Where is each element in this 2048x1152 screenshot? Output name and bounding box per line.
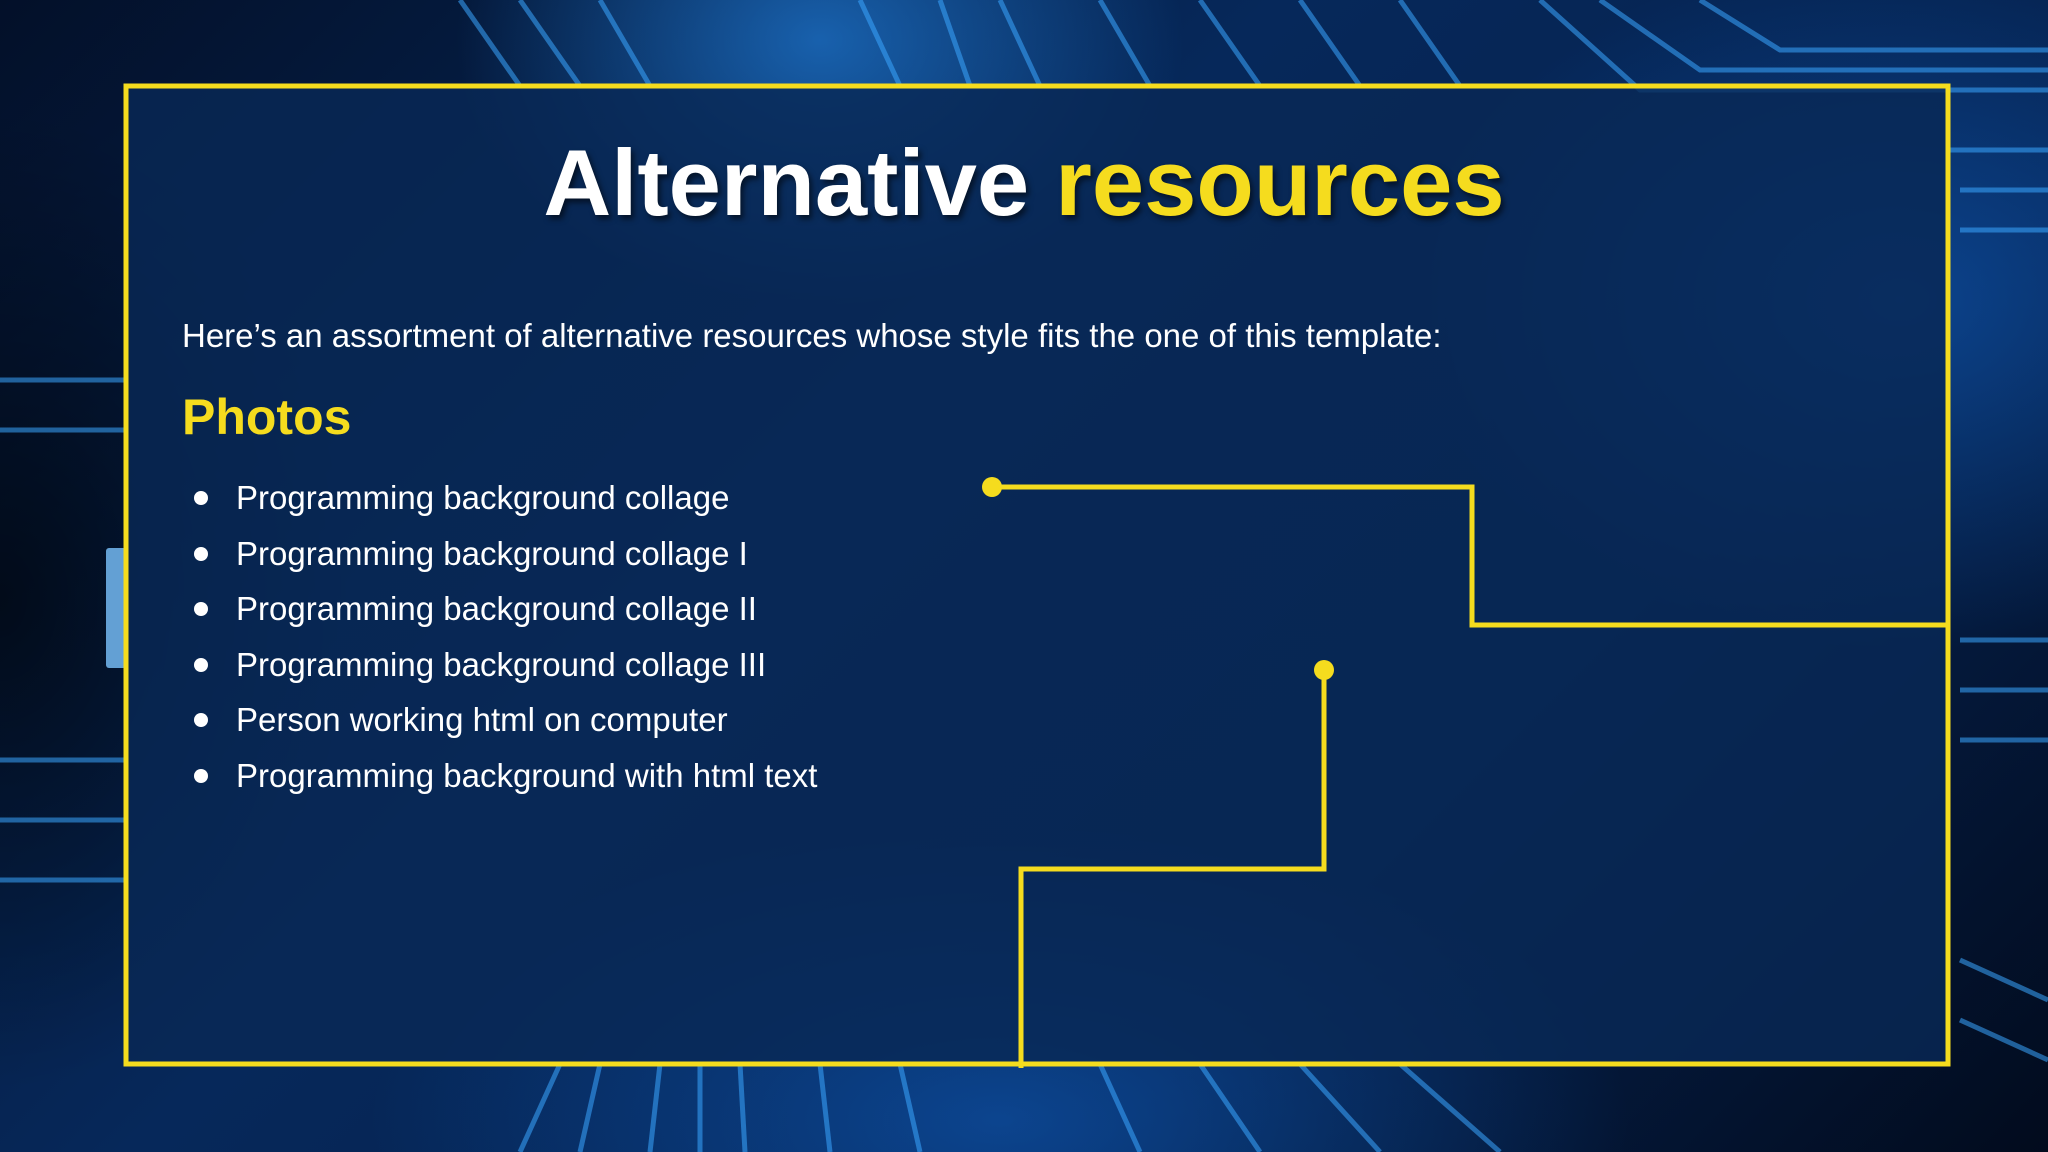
bullet-icon xyxy=(194,491,208,505)
bullet-icon xyxy=(194,713,208,728)
bullet-icon xyxy=(194,657,208,672)
list-item[interactable]: Programming background collage I xyxy=(190,532,817,588)
section-heading-photos: Photos xyxy=(182,389,352,445)
slide-title: Alternative resources xyxy=(0,128,2048,238)
list-item[interactable]: Programming background with html text xyxy=(190,754,817,810)
bullet-icon xyxy=(194,602,208,617)
list-item-label: Person working html on computer xyxy=(236,701,728,739)
list-item-label: Programming background collage I xyxy=(236,534,748,572)
bullet-icon xyxy=(194,546,208,561)
intro-text: Here’s an assortment of alternative reso… xyxy=(182,317,1442,354)
list-item[interactable]: Programming background collage xyxy=(190,476,817,532)
content-panel xyxy=(126,86,1948,1064)
bullet-icon xyxy=(194,768,208,783)
list-item[interactable]: Programming background collage II xyxy=(190,587,817,643)
list-item-label: Programming background with html text xyxy=(236,756,818,794)
photos-list: Programming background collage Programmi… xyxy=(190,476,817,810)
list-item-label: Programming background collage xyxy=(236,479,730,516)
list-item[interactable]: Person working html on computer xyxy=(190,698,817,754)
title-part-yellow: resources xyxy=(1055,130,1505,235)
list-item[interactable]: Programming background collage III xyxy=(190,643,817,699)
title-part-white: Alternative xyxy=(543,130,1030,235)
list-item-label: Programming background collage III xyxy=(236,645,767,683)
list-item-label: Programming background collage II xyxy=(236,590,757,628)
